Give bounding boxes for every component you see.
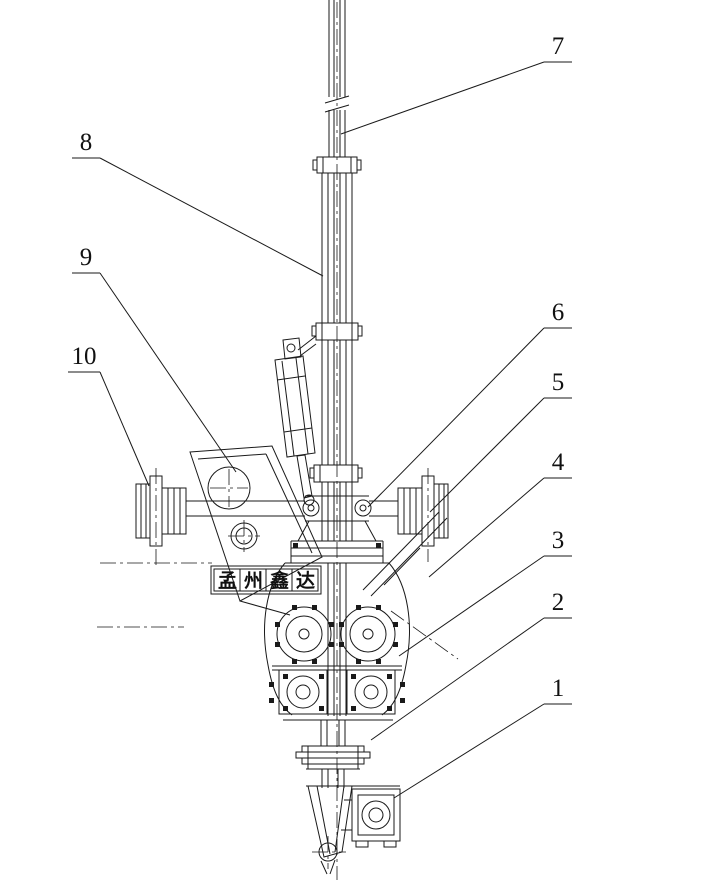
upper-gear-left	[276, 606, 332, 662]
label-plate: 孟州鑫达	[210, 565, 322, 595]
callout-number-4: 4	[552, 449, 565, 476]
leader-line-6	[367, 327, 545, 508]
lower-gear-right-case	[346, 669, 396, 715]
callout-number-8: 8	[80, 129, 93, 156]
leader-line-10	[99, 371, 150, 487]
leader-line-1	[393, 703, 545, 799]
pipe-break-mark	[324, 95, 350, 104]
mast	[321, 0, 353, 716]
callout-number-7: 7	[552, 33, 565, 60]
frame-bearing-small	[230, 522, 258, 550]
centerlines	[97, 2, 459, 880]
cylinder-body	[274, 355, 316, 458]
leader-line-4	[428, 477, 545, 578]
callout-3: 3	[398, 527, 572, 657]
housing-right-wall	[381, 562, 410, 716]
clevis-pin	[286, 343, 296, 353]
upper-gear-right	[340, 606, 396, 662]
callouts: 7 8 9 10 6 5 4	[68, 33, 572, 799]
frame-to-housing-brace	[239, 600, 291, 616]
callout-2: 2	[370, 589, 572, 741]
callout-number-1: 1	[552, 675, 565, 702]
bottom-flange	[295, 745, 371, 770]
callout-5: 5	[429, 369, 572, 513]
pivot-assembly	[186, 495, 398, 542]
lower-gear-pair	[269, 669, 405, 715]
rod-end	[303, 494, 315, 506]
callout-number-10: 10	[72, 343, 97, 370]
housing-left-wall	[264, 562, 293, 716]
label-plate-border	[210, 565, 322, 595]
callout-4: 4	[428, 449, 572, 578]
right-flange-coupling	[397, 475, 449, 547]
leader-line-2	[370, 617, 545, 741]
label-plate-text: 孟州鑫达	[218, 569, 322, 592]
pump-case	[351, 788, 401, 842]
lower-gear-left-case	[278, 669, 328, 715]
callout-number-5: 5	[552, 369, 565, 396]
leader-line-9	[99, 272, 237, 473]
callout-9: 9	[72, 244, 237, 473]
pump-port	[361, 800, 391, 830]
callout-8: 8	[72, 129, 324, 277]
cylinder-bracket	[297, 335, 317, 351]
pump-unit	[306, 785, 401, 848]
v-brace	[362, 511, 448, 597]
leader-line-8	[99, 157, 324, 277]
leader-line-5	[429, 397, 545, 513]
upper-gear-pair	[275, 605, 398, 664]
callout-number-9: 9	[80, 244, 93, 271]
mast-clamps	[309, 156, 363, 483]
callout-number-2: 2	[552, 589, 565, 616]
callout-number-3: 3	[552, 527, 565, 554]
left-flange-coupling	[135, 475, 187, 547]
left-pivot	[302, 499, 320, 517]
gearbox-mount-plate	[285, 540, 389, 564]
leader-line-3	[398, 555, 545, 657]
frame-bearing-large	[207, 466, 251, 510]
discharge-spout	[307, 785, 353, 875]
output-shaft	[320, 720, 346, 788]
callout-7: 7	[340, 33, 572, 135]
callout-10: 10	[68, 343, 150, 487]
cylinder-bracket	[299, 343, 317, 357]
callout-6: 6	[367, 299, 572, 508]
callout-number-6: 6	[552, 299, 565, 326]
frame-plate	[189, 445, 323, 616]
frame-plate-outline	[189, 445, 323, 602]
hydraulic-cylinder	[274, 335, 317, 506]
spout-tip-port	[318, 842, 338, 862]
right-pivot	[354, 499, 372, 517]
callout-1: 1	[393, 675, 572, 799]
clamp-collar-lower	[313, 464, 359, 483]
spout-outline	[307, 785, 353, 858]
right-diagonal-centerline	[390, 610, 459, 660]
leader-line-7	[340, 61, 545, 135]
cylinder-clevis	[282, 337, 302, 360]
